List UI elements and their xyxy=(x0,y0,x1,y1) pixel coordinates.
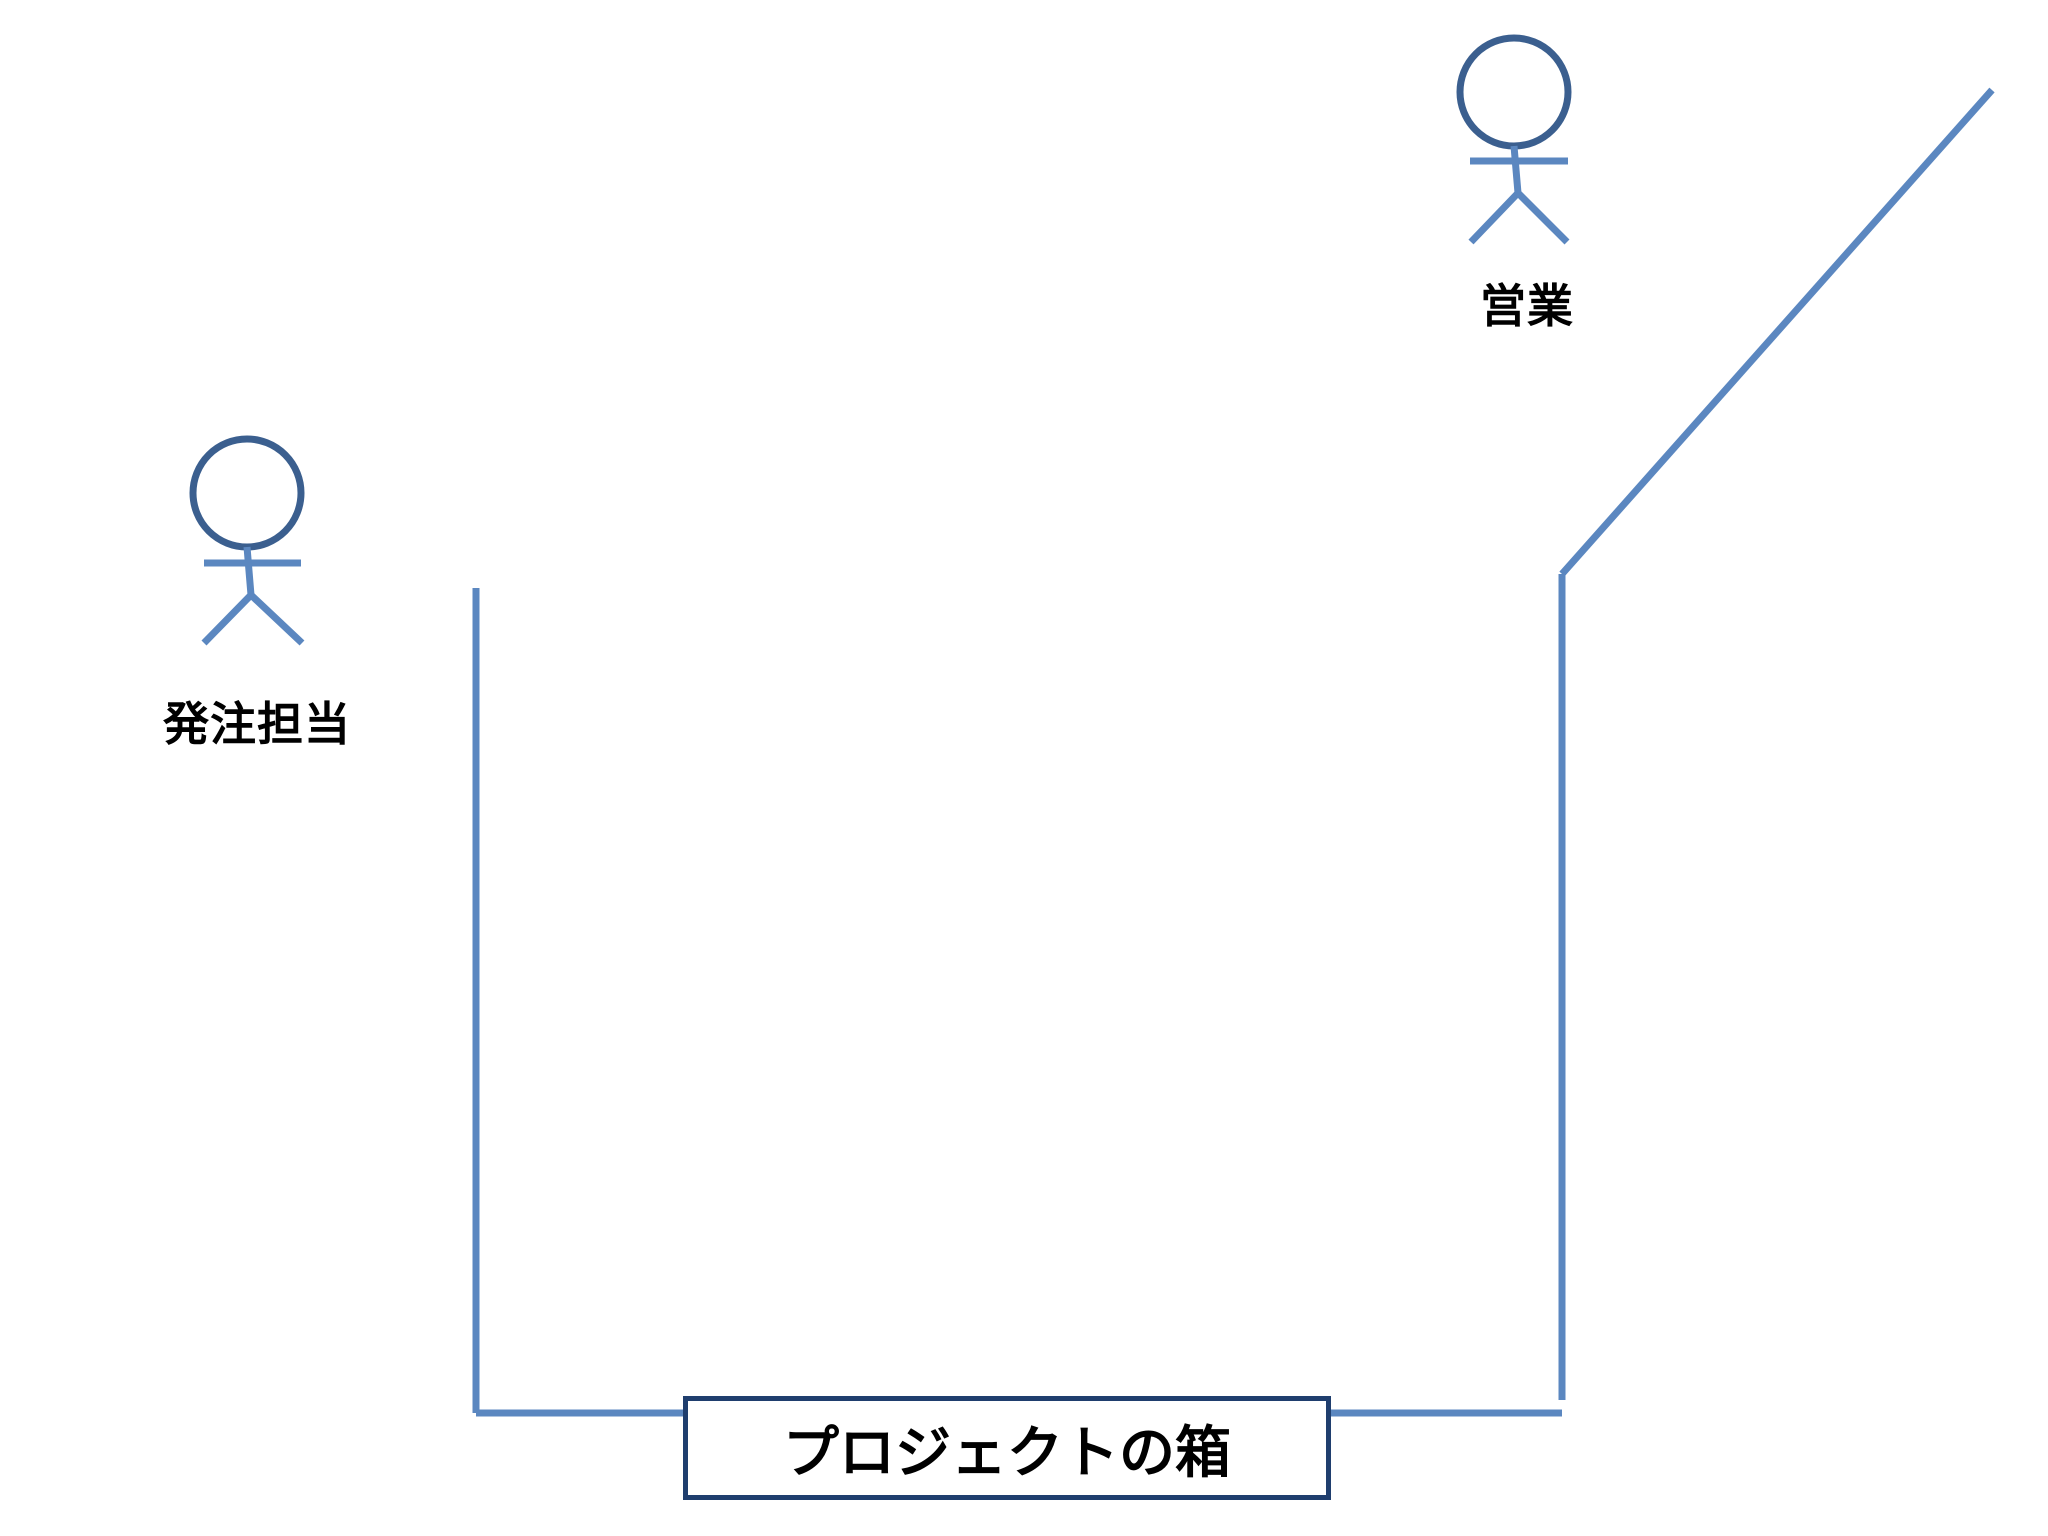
sales-label: 営業 xyxy=(1480,279,1574,333)
project-box: プロジェクトの箱 xyxy=(683,1396,1331,1500)
sales-body xyxy=(1510,145,1522,194)
sales-head xyxy=(1456,34,1572,150)
ordering-person-right-leg xyxy=(248,592,305,646)
ordering-person-head xyxy=(189,435,305,551)
sales-right-leg xyxy=(1515,190,1570,245)
sales-stick-figure-icon xyxy=(1456,34,1572,245)
project-box-label: プロジェクトの箱 xyxy=(783,1420,1231,1486)
sales-left-leg xyxy=(1468,190,1521,245)
ordering-person-stick-figure-icon xyxy=(189,435,305,646)
ordering-person-body xyxy=(243,546,255,596)
ordering-person-label: 発注担当 xyxy=(163,697,351,751)
diagonal-line xyxy=(1559,87,1995,577)
ordering-person-left-leg xyxy=(201,592,254,646)
